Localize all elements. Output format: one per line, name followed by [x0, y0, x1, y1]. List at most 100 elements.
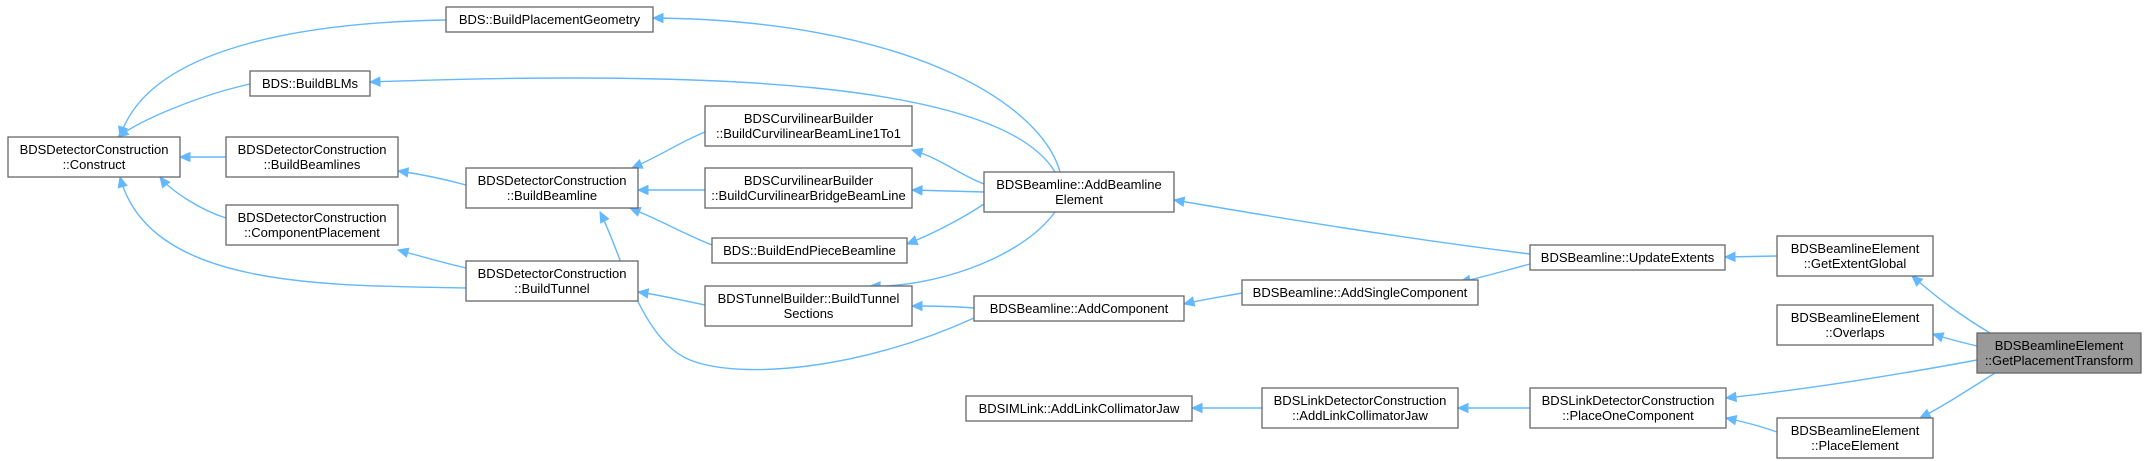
- node-label-line: ::PlaceElement: [1811, 438, 1899, 453]
- node-curv-1to1[interactable]: BDSCurvilinearBuilder::BuildCurvilinearB…: [704, 105, 913, 147]
- node-box[interactable]: [445, 6, 654, 33]
- node-label-line: BDS::BuildBLMs: [262, 76, 359, 91]
- node-add-single-component[interactable]: BDSBeamline::AddSingleComponent: [1241, 279, 1479, 306]
- edge-line: [906, 203, 985, 245]
- edge-add-single-component-to-add-component: [1182, 292, 1243, 307]
- node-overlaps[interactable]: BDSBeamlineElement::Overlaps: [1776, 304, 1934, 346]
- node-build-tunnel[interactable]: BDSDetectorConstruction::BuildTunnel: [465, 260, 639, 302]
- node-box[interactable]: [711, 237, 908, 264]
- edge-line: [911, 189, 985, 193]
- node-box[interactable]: [225, 204, 399, 246]
- node-get-extent-global[interactable]: BDSBeamlineElement::GetExtentGlobal: [1776, 235, 1934, 277]
- node-label-line: ::BuildTunnel: [514, 281, 590, 296]
- node-label-line: BDSDetectorConstruction: [238, 210, 387, 225]
- node-box[interactable]: [249, 70, 371, 97]
- node-box[interactable]: [965, 395, 1193, 422]
- edge-build-beamline-to-build-beamlines: [396, 167, 467, 186]
- edge-tunnel-sections-to-build-tunnel: [636, 288, 706, 306]
- node-box[interactable]: [225, 136, 399, 178]
- edge-get-extent-global-to-update-extents: [1723, 251, 1778, 263]
- node-box[interactable]: [1241, 279, 1479, 306]
- arrowhead: [628, 207, 642, 217]
- edge-link-add-jaw-to-simlink-add-jaw: [1190, 402, 1262, 414]
- arrowhead: [1724, 391, 1738, 403]
- node-label-line: BDS::BuildPlacementGeometry: [459, 12, 641, 27]
- node-box[interactable]: [973, 295, 1185, 322]
- edge-add-beamline-element-to-build-blms: [368, 76, 1056, 173]
- node-label-line: ::ComponentPlacement: [244, 225, 380, 240]
- node-label-line: BDSCurvilinearBuilder: [744, 173, 874, 188]
- edge-line: [397, 249, 467, 269]
- arrowhead: [636, 288, 650, 299]
- node-build-beamline[interactable]: BDSDetectorConstruction::BuildBeamline: [465, 167, 639, 209]
- node-box[interactable]: [1776, 417, 1934, 459]
- node-box[interactable]: [1261, 387, 1459, 429]
- node-curv-bridge[interactable]: BDSCurvilinearBuilder::BuildCurvilinearB…: [704, 167, 913, 209]
- arrowhead: [651, 12, 664, 24]
- arrowhead: [117, 175, 128, 189]
- edge-line: [1459, 263, 1531, 283]
- edge-line: [629, 207, 713, 246]
- node-get-placement-transform[interactable]: BDSBeamlineElement::GetPlacementTransfor…: [1976, 332, 2142, 374]
- arrowhead: [368, 76, 381, 87]
- node-label-line: BDSCurvilinearBuilder: [744, 111, 874, 126]
- arrowhead: [1182, 296, 1196, 307]
- node-build-placement-geometry[interactable]: BDS::BuildPlacementGeometry: [445, 6, 654, 33]
- edge-line: [911, 149, 985, 185]
- node-box[interactable]: [1776, 235, 1934, 277]
- arrowhead: [117, 126, 130, 138]
- node-box[interactable]: [983, 171, 1175, 213]
- node-simlink-add-jaw[interactable]: BDSIMLink::AddLinkCollimatorJaw: [965, 395, 1193, 422]
- node-label-line: BDSBeamline::AddSingleComponent: [1253, 285, 1468, 300]
- node-box[interactable]: [704, 105, 913, 147]
- node-label-line: ::BuildBeamline: [507, 188, 597, 203]
- node-box[interactable]: [704, 285, 913, 327]
- edge-line: [159, 176, 227, 219]
- node-build-blms[interactable]: BDS::BuildBLMs: [249, 70, 371, 97]
- node-link-add-jaw[interactable]: BDSLinkDetectorConstruction::AddLinkColl…: [1261, 387, 1459, 429]
- node-place-element[interactable]: BDSBeamlineElement::PlaceElement: [1776, 417, 1934, 459]
- arrowhead: [1931, 332, 1945, 343]
- graph-nodes: BDSDetectorConstruction::ConstructBDS::B…: [7, 6, 2142, 459]
- edge-line: [119, 19, 447, 138]
- arrowhead: [1172, 196, 1186, 207]
- edge-build-end-piece-to-build-beamline: [628, 207, 713, 246]
- node-box[interactable]: [7, 136, 181, 178]
- edge-place-element-to-place-one-component: [1724, 415, 1778, 433]
- arrowhead: [910, 185, 923, 196]
- node-label-line: BDSDetectorConstruction: [478, 266, 627, 281]
- node-box[interactable]: [1529, 387, 1727, 429]
- node-box[interactable]: [465, 260, 639, 302]
- graph-edges: [117, 12, 1996, 433]
- node-construct[interactable]: BDSDetectorConstruction::Construct: [7, 136, 181, 178]
- node-label-line: ::BuildCurvilinearBridgeBeamLine: [711, 188, 905, 203]
- arrowhead: [159, 176, 171, 189]
- arrowhead: [636, 184, 649, 196]
- node-label-line: ::AddLinkCollimatorJaw: [1292, 408, 1428, 423]
- node-label-line: BDSLinkDetectorConstruction: [1542, 393, 1715, 408]
- node-build-end-piece[interactable]: BDS::BuildEndPieceBeamline: [711, 237, 908, 264]
- edge-build-blms-to-construct: [117, 83, 251, 138]
- edge-add-beamline-element-to-build-placement-geometry: [651, 12, 1061, 173]
- node-label-line: ::Construct: [63, 157, 126, 172]
- edge-build-beamlines-to-construct: [178, 151, 226, 163]
- node-label-line: BDSBeamlineElement: [1995, 338, 2124, 353]
- arrowhead: [1918, 408, 1932, 419]
- node-box[interactable]: [1529, 244, 1726, 271]
- node-build-beamlines[interactable]: BDSDetectorConstruction::BuildBeamlines: [225, 136, 399, 178]
- node-label-line: ::BuildBeamlines: [264, 157, 361, 172]
- node-box[interactable]: [1776, 304, 1934, 346]
- node-component-placement[interactable]: BDSDetectorConstruction::ComponentPlacem…: [225, 204, 399, 246]
- arrowhead: [905, 235, 919, 246]
- node-box[interactable]: [1976, 332, 2142, 374]
- node-add-component[interactable]: BDSBeamline::AddComponent: [973, 295, 1185, 322]
- node-update-extents[interactable]: BDSBeamline::UpdateExtents: [1529, 244, 1726, 271]
- edge-curv-bridge-to-build-beamline: [636, 184, 705, 196]
- node-place-one-component[interactable]: BDSLinkDetectorConstruction::PlaceOneCom…: [1529, 387, 1727, 429]
- edge-get-placement-transform-to-place-one-component: [1724, 359, 1978, 403]
- node-box[interactable]: [465, 167, 639, 209]
- node-box[interactable]: [704, 167, 913, 209]
- edge-line: [1173, 199, 1531, 255]
